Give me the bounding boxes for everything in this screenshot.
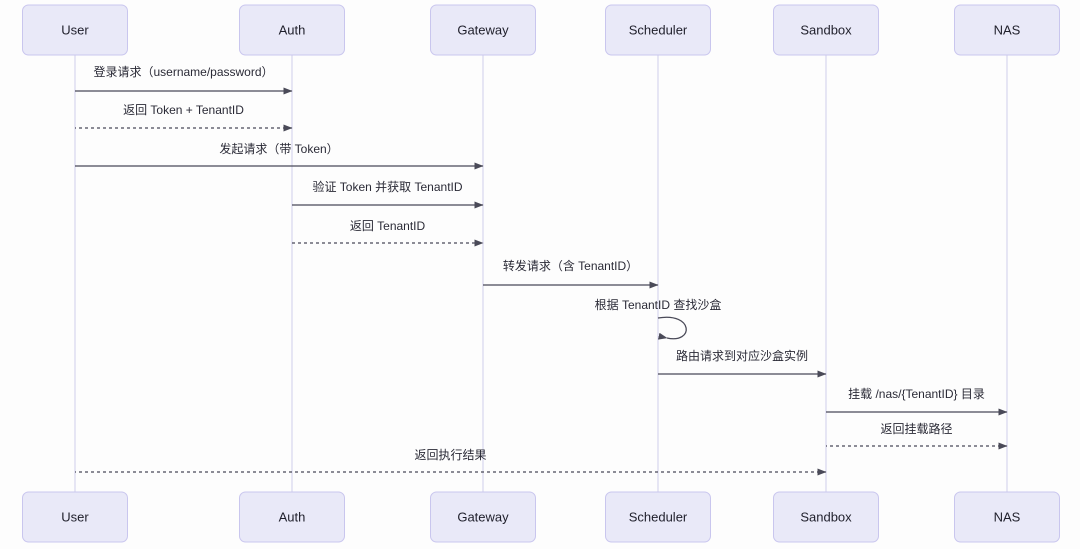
actor-label-scheduler: Scheduler <box>629 509 688 524</box>
actor-box-rect <box>239 491 345 543</box>
actor-top-auth[interactable]: Auth <box>239 4 345 56</box>
actor-label-sandbox: Sandbox <box>800 22 852 37</box>
actor-label-user: User <box>61 509 89 524</box>
actor-label-nas: NAS <box>994 509 1021 524</box>
actor-box-rect <box>773 4 879 56</box>
message-label: 返回执行结果 <box>414 448 486 462</box>
message-5[interactable]: 返回 TenantID <box>292 219 484 247</box>
message-label: 返回 Token + TenantID <box>123 103 244 117</box>
message-label: 返回 TenantID <box>350 219 426 233</box>
actor-top-sandbox[interactable]: Sandbox <box>773 4 879 56</box>
message-6[interactable]: 转发请求（含 TenantID） <box>483 258 659 289</box>
actor-headers-top: User Auth Gateway Scheduler Sandbox NAS <box>22 4 1060 56</box>
actor-top-nas[interactable]: NAS <box>954 4 1060 56</box>
actor-box-rect <box>22 491 128 543</box>
actor-label-auth: Auth <box>279 22 306 37</box>
actor-label-auth: Auth <box>279 509 306 524</box>
actor-label-nas: NAS <box>994 22 1021 37</box>
actor-bottom-scheduler[interactable]: Scheduler <box>605 491 711 543</box>
actor-box-rect <box>22 4 128 56</box>
actor-bottom-user[interactable]: User <box>22 491 128 543</box>
message-label: 登录请求（username/password） <box>93 64 273 79</box>
actor-label-sandbox: Sandbox <box>800 509 852 524</box>
actor-top-user[interactable]: User <box>22 4 128 56</box>
actor-label-gateway: Gateway <box>457 509 509 524</box>
actor-label-scheduler: Scheduler <box>629 22 688 37</box>
message-2[interactable]: 返回 Token + TenantID <box>75 103 293 132</box>
actor-top-gateway[interactable]: Gateway <box>430 4 536 56</box>
message-3[interactable]: 发起请求（带 Token） <box>75 141 484 170</box>
actor-top-scheduler[interactable]: Scheduler <box>605 4 711 56</box>
actor-bottom-auth[interactable]: Auth <box>239 491 345 543</box>
actor-box-rect <box>239 4 345 56</box>
message-7[interactable]: 根据 TenantID 查找沙盒 <box>595 297 722 340</box>
actor-box-rect <box>954 491 1060 543</box>
message-1[interactable]: 登录请求（username/password） <box>75 64 293 95</box>
actor-box-rect <box>954 4 1060 56</box>
actor-box-rect <box>773 491 879 543</box>
message-10[interactable]: 返回挂载路径 <box>826 421 1008 450</box>
message-label: 根据 TenantID 查找沙盒 <box>595 297 722 312</box>
lifelines-group <box>74 55 1008 492</box>
message-4[interactable]: 验证 Token 并获取 TenantID <box>292 179 484 209</box>
actor-bottom-gateway[interactable]: Gateway <box>430 491 536 543</box>
message-label: 验证 Token 并获取 TenantID <box>312 179 462 194</box>
message-label: 返回挂载路径 <box>880 421 952 436</box>
message-self-loop-path <box>657 316 687 340</box>
message-8[interactable]: 路由请求到对应沙盒实例 <box>658 348 827 378</box>
message-label: 发起请求（带 Token） <box>219 141 338 156</box>
message-label: 转发请求（含 TenantID） <box>503 258 638 273</box>
actor-label-user: User <box>61 22 89 37</box>
messages-group: 登录请求（username/password） 返回 Token + Tenant… <box>75 64 1008 476</box>
message-9[interactable]: 挂载 /nas/{TenantID} 目录 <box>826 387 1008 416</box>
message-11[interactable]: 返回执行结果 <box>75 448 827 476</box>
actor-box-rect <box>605 4 711 56</box>
actor-box-rect <box>430 491 536 543</box>
actor-headers-bottom: User Auth Gateway Scheduler Sandbox NAS <box>22 491 1060 543</box>
actor-bottom-nas[interactable]: NAS <box>954 491 1060 543</box>
actor-bottom-sandbox[interactable]: Sandbox <box>773 491 879 543</box>
actor-label-gateway: Gateway <box>457 22 509 37</box>
actor-box-rect <box>605 491 711 543</box>
message-label: 挂载 /nas/{TenantID} 目录 <box>848 387 985 401</box>
message-label: 路由请求到对应沙盒实例 <box>676 348 808 363</box>
actor-box-rect <box>430 4 536 56</box>
